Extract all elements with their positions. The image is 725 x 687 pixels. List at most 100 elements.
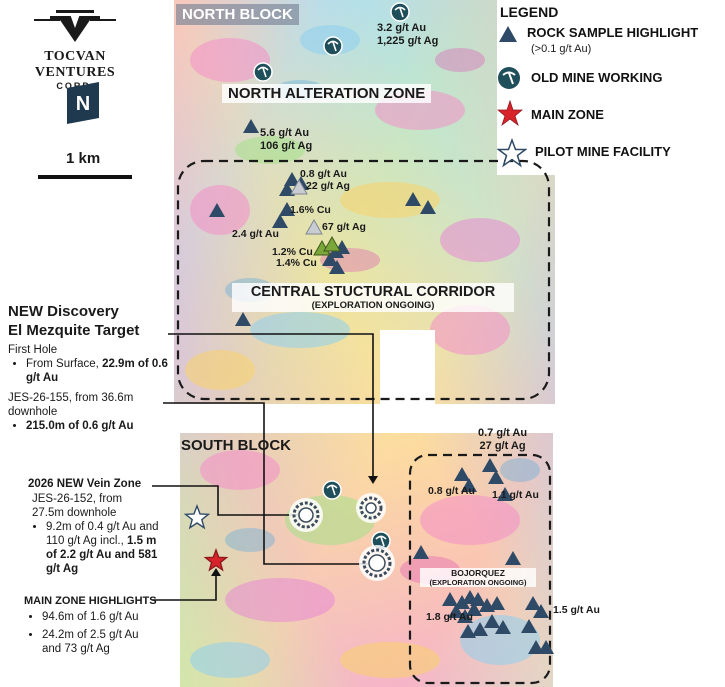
sample-label: 1.6% Cu: [290, 204, 331, 216]
hole2-label: JES-26-155, from 36.6m downhole: [8, 392, 134, 418]
rock-sample-triangle-icon: [413, 545, 429, 559]
central-corridor-outline: [176, 159, 551, 401]
drill-target-icon: [359, 545, 395, 581]
rock-sample-triangle-icon: [460, 624, 476, 638]
main-zone-star-icon: [203, 547, 229, 572]
leader-vein: [152, 485, 300, 516]
old-mine-working-icon: [390, 2, 410, 22]
rock-sample-triangle-icon: [329, 260, 345, 274]
discovery-title: NEW Discovery: [8, 303, 119, 320]
north-block-label: NORTH BLOCK: [176, 4, 299, 25]
rock-sample-triangle-icon: [279, 182, 295, 196]
hole2-item: 215.0m of 0.6 g/t Au: [26, 419, 174, 433]
rock-sample-triangle-icon: [290, 178, 308, 195]
old-mine-working-icon: [322, 480, 342, 500]
rock-sample-triangle-icon: [489, 596, 505, 610]
rock-sample-triangle-icon: [448, 604, 464, 618]
rock-sample-triangle-icon: [533, 604, 549, 618]
rock-sample-triangle-icon: [466, 602, 482, 616]
rock-sample-triangle-icon: [472, 622, 488, 636]
vein-annotation: 2026 NEW Vein Zone JES-26-152, from 27.5…: [28, 478, 160, 578]
rock-sample-triangle-icon: [495, 620, 511, 634]
rock-sample-triangle-icon: [442, 592, 458, 606]
central-corridor-sub: (EXPLORATION ONGOING): [311, 300, 435, 311]
first-hole-list: From Surface, 22.9m of 0.6 g/t Au: [8, 357, 174, 385]
legend-title: LEGEND: [500, 4, 559, 20]
sample-label: 1.5 g/t Au: [553, 604, 600, 616]
company-name: TOCVAN VENTURES: [34, 49, 116, 80]
sample-label: 2.4 g/t Au: [232, 228, 279, 240]
sample-label: 1.8 g/t Au: [426, 611, 473, 623]
bojorquez-outline: [408, 453, 552, 685]
scale-bar: [38, 175, 132, 179]
main-zone-item: 94.6m of 1.6 g/t Au: [42, 610, 156, 624]
main-zone-title: MAIN ZONE HIGHLIGHTS: [24, 595, 157, 607]
legend-label: OLD MINE WORKING: [531, 70, 663, 85]
north-alteration-label: NORTH ALTERATION ZONE: [222, 84, 432, 103]
south-block-label: SOUTH BLOCK: [181, 437, 291, 454]
north-arrow-label: N: [76, 93, 90, 115]
rock-sample-triangle-icon: [497, 487, 513, 501]
drill-target-icon: [356, 493, 386, 523]
rock-sample-triangle-icon: [521, 619, 537, 633]
company-logo: TOCVAN VENTURES CORP.: [20, 6, 130, 91]
rock-sample-triangle-icon: [454, 467, 470, 481]
leader-hole2: [163, 402, 378, 565]
hole2-list: 215.0m of 0.6 g/t Au: [8, 419, 174, 433]
old-mine-working-icon: [323, 36, 343, 56]
company-suffix: CORP.: [56, 81, 94, 91]
central-corridor-label-box: CENTRAL STUCTURAL CORRIDOR (EXPLORATION …: [232, 283, 514, 312]
rock-sample-triangle-icon: [323, 235, 341, 252]
bojorquez-sub: (EXPLORATION ONGOING): [429, 578, 527, 587]
rock-sample-triangle-icon: [243, 119, 259, 133]
legend-sub-label: (>0.1 g/t Au): [531, 43, 592, 55]
rock-sample-triangle-icon: [484, 614, 500, 628]
rock-sample-triangle-icon: [538, 640, 554, 654]
sample-label: 1.4% Cu: [276, 257, 317, 269]
leader-discovery: [168, 333, 374, 478]
first-hole-label: First Hole: [8, 344, 58, 356]
bojorquez-label: BOJORQUEZ: [451, 568, 505, 578]
legend: LEGEND ROCK SAMPLE HIGHLIGHT (>0.1 g/t A…: [497, 2, 723, 172]
rock-sample-triangle-icon: [235, 312, 251, 326]
legend-label: MAIN ZONE: [531, 107, 604, 122]
red-star-icon: [497, 100, 523, 126]
legend-label: ROCK SAMPLE HIGHLIGHT: [527, 25, 699, 40]
drill-target-icon: [289, 498, 323, 532]
rock-sample-triangle-icon: [272, 214, 288, 228]
first-hole-item: From Surface, 22.9m of 0.6 g/t Au: [26, 357, 174, 385]
main-zone-item: 24.2m of 2.5 g/t Au and 73 g/t Ag: [42, 628, 156, 656]
vein-list: 9.2m of 0.4 g/t Au and 110 g/t Ag incl.,…: [28, 520, 160, 576]
sample-label: 0.8 g/t Au: [428, 485, 475, 497]
pilot-mine-facility-star-icon: [183, 504, 211, 530]
legend-label: PILOT MINE FACILITY: [535, 144, 671, 159]
rock-sample-triangle-icon: [405, 192, 421, 206]
rock-sample-triangle-icon: [279, 202, 295, 216]
rock-sample-triangle-icon: [457, 609, 473, 623]
white-star-icon: [497, 138, 527, 168]
triangle-icon: [499, 26, 517, 42]
rock-sample-triangle-icon: [488, 470, 504, 484]
rock-sample-triangle-icon: [482, 458, 498, 472]
discovery-subtitle: El Mezquite Target: [8, 322, 140, 339]
rock-sample-triangle-icon: [420, 200, 436, 214]
scale-bar-label: 1 km: [66, 150, 101, 167]
pickaxe-icon: [498, 67, 520, 89]
sample-label: 1.2% Cu: [272, 246, 313, 258]
vein-item: 9.2m of 0.4 g/t Au and 110 g/t Ag incl.,…: [46, 520, 160, 576]
discovery-annotation: NEW Discovery El Mezquite Target First H…: [8, 302, 174, 435]
rock-sample-triangle-icon: [454, 595, 470, 609]
rock-sample-triangle-icon: [284, 172, 300, 186]
vein-hole: JES-26-152, from 27.5m downhole: [32, 493, 123, 519]
central-corridor-label: CENTRAL STUCTURAL CORRIDOR: [250, 284, 496, 300]
sample-label: 1.1 g/t Au: [492, 489, 539, 501]
rock-sample-triangle-icon: [322, 252, 338, 266]
rock-sample-triangle-icon: [505, 551, 521, 565]
